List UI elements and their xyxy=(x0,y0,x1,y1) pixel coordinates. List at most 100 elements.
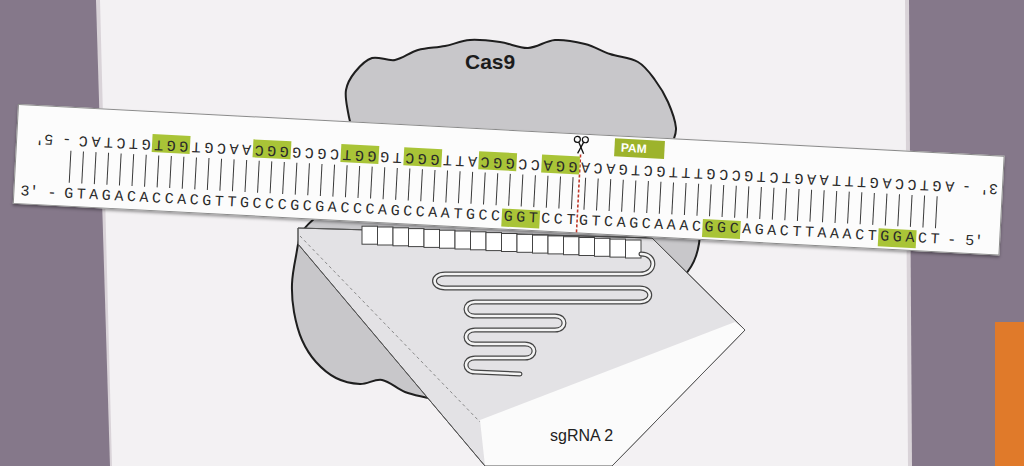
strand-end-label: - 5' xyxy=(947,232,984,252)
base-pair-tick xyxy=(735,186,737,218)
guide-base-cell xyxy=(626,240,642,258)
guide-base-cell xyxy=(440,230,456,248)
sgrna-label: sgRNA 2 xyxy=(550,426,613,446)
pam-label: PAM xyxy=(621,140,660,158)
card-outline xyxy=(298,228,745,466)
strand-end-label: 3' - xyxy=(20,183,57,203)
base-pair-tick xyxy=(709,184,711,216)
base-pair-tick xyxy=(747,186,749,218)
base-pair-tick xyxy=(659,182,661,214)
guide-base-cell xyxy=(362,226,378,244)
guide-base-cell xyxy=(564,237,580,255)
orange-object xyxy=(995,322,1024,466)
base-pair-tick xyxy=(333,165,335,197)
base-pair-tick xyxy=(245,160,247,192)
base-pair-tick xyxy=(471,172,473,204)
guide-base-cell xyxy=(393,228,409,246)
base-pair-tick xyxy=(835,191,837,223)
base-pair-tick xyxy=(371,167,373,199)
base-pair-tick xyxy=(119,153,121,185)
base-pair-tick xyxy=(785,188,787,220)
guide-base-cell xyxy=(455,231,471,249)
hairpin-outline xyxy=(435,254,653,374)
base-pair-tick xyxy=(145,155,147,187)
base-pair-tick xyxy=(484,173,486,205)
base-pair-tick xyxy=(622,180,624,212)
base-pair-tick xyxy=(308,163,310,195)
base-pair-tick xyxy=(107,153,109,185)
base-pair-tick xyxy=(521,175,523,207)
protein-label: Cas9 xyxy=(465,50,515,74)
guide-base-cell xyxy=(424,229,440,247)
base-pair-tick xyxy=(69,151,71,183)
base-pair-tick xyxy=(258,161,260,193)
base-pair-tick xyxy=(534,175,536,207)
base-pair-tick xyxy=(822,190,824,222)
base-pair-tick xyxy=(433,170,435,202)
base-pair-tick xyxy=(383,167,385,199)
guide-base-cell xyxy=(378,227,394,245)
base-pair-tick xyxy=(270,161,272,193)
base-pair-tick xyxy=(295,163,297,195)
hairpin-core xyxy=(435,254,653,374)
scissors-blade xyxy=(578,142,584,154)
base-pair-tick xyxy=(772,188,774,220)
base-pair-tick xyxy=(170,156,172,188)
base-pair-tick xyxy=(910,195,912,227)
base-pair-tick xyxy=(94,152,96,184)
base-pair-tick xyxy=(584,178,586,210)
base-pair-tick xyxy=(458,171,460,203)
base-pair-tick xyxy=(207,158,209,190)
base-pair-tick xyxy=(684,183,686,215)
base-pair-tick xyxy=(509,174,511,206)
guide-base-cell xyxy=(579,238,595,256)
strand-end-label: 3' - xyxy=(962,177,999,197)
base-pair-tick xyxy=(132,154,134,186)
guide-base-cell xyxy=(595,238,611,256)
base-pair-tick xyxy=(421,169,423,201)
base-pair-tick xyxy=(446,171,448,203)
base-pair-tick xyxy=(82,151,84,183)
base-pair-tick xyxy=(797,189,799,221)
card-border xyxy=(298,228,745,466)
base-pair-tick xyxy=(496,173,498,205)
scissors-blade xyxy=(578,142,584,154)
base-pair-tick xyxy=(408,169,410,201)
base-pair-tick xyxy=(898,194,900,226)
base-pair-tick xyxy=(885,194,887,226)
guide-base-cell xyxy=(502,234,518,252)
base-pair-tick xyxy=(571,177,573,209)
base-pair-tick xyxy=(345,165,347,197)
base-pair-tick xyxy=(232,159,234,191)
base-pair-tick xyxy=(722,185,724,217)
base-pair-tick xyxy=(634,180,636,212)
scissors-handle xyxy=(574,136,580,142)
guide-base-cell xyxy=(517,234,533,252)
base-pair-tick xyxy=(860,192,862,224)
base-pair-tick xyxy=(697,184,699,216)
base-pair-tick xyxy=(810,190,812,222)
base-pair-tick xyxy=(182,157,184,189)
base-pair-tick xyxy=(873,193,875,225)
guide-base-cell xyxy=(471,232,487,250)
base-pair-tick xyxy=(157,155,159,187)
sgrna-card: sgRNA 2 xyxy=(295,222,750,466)
base-pair-tick xyxy=(609,179,611,211)
base-pair-tick xyxy=(283,162,285,194)
strand-end-label: - 5' xyxy=(35,128,72,148)
base-pair-tick xyxy=(195,157,197,189)
guide-base-cell xyxy=(486,233,502,251)
base-pair-tick xyxy=(546,176,548,208)
guide-base-cell xyxy=(548,236,564,254)
guide-base-cell xyxy=(610,239,626,257)
base-pair-tick xyxy=(760,187,762,219)
base-pair-tick xyxy=(597,178,599,210)
base-pair-tick xyxy=(320,164,322,196)
base-pair-tick xyxy=(647,181,649,213)
guide-base-cell xyxy=(409,229,425,247)
base-pair-tick xyxy=(672,182,674,214)
pam-tag: PAM xyxy=(614,138,665,159)
base-pair-tick xyxy=(358,166,360,198)
base-pair-tick xyxy=(559,176,561,208)
